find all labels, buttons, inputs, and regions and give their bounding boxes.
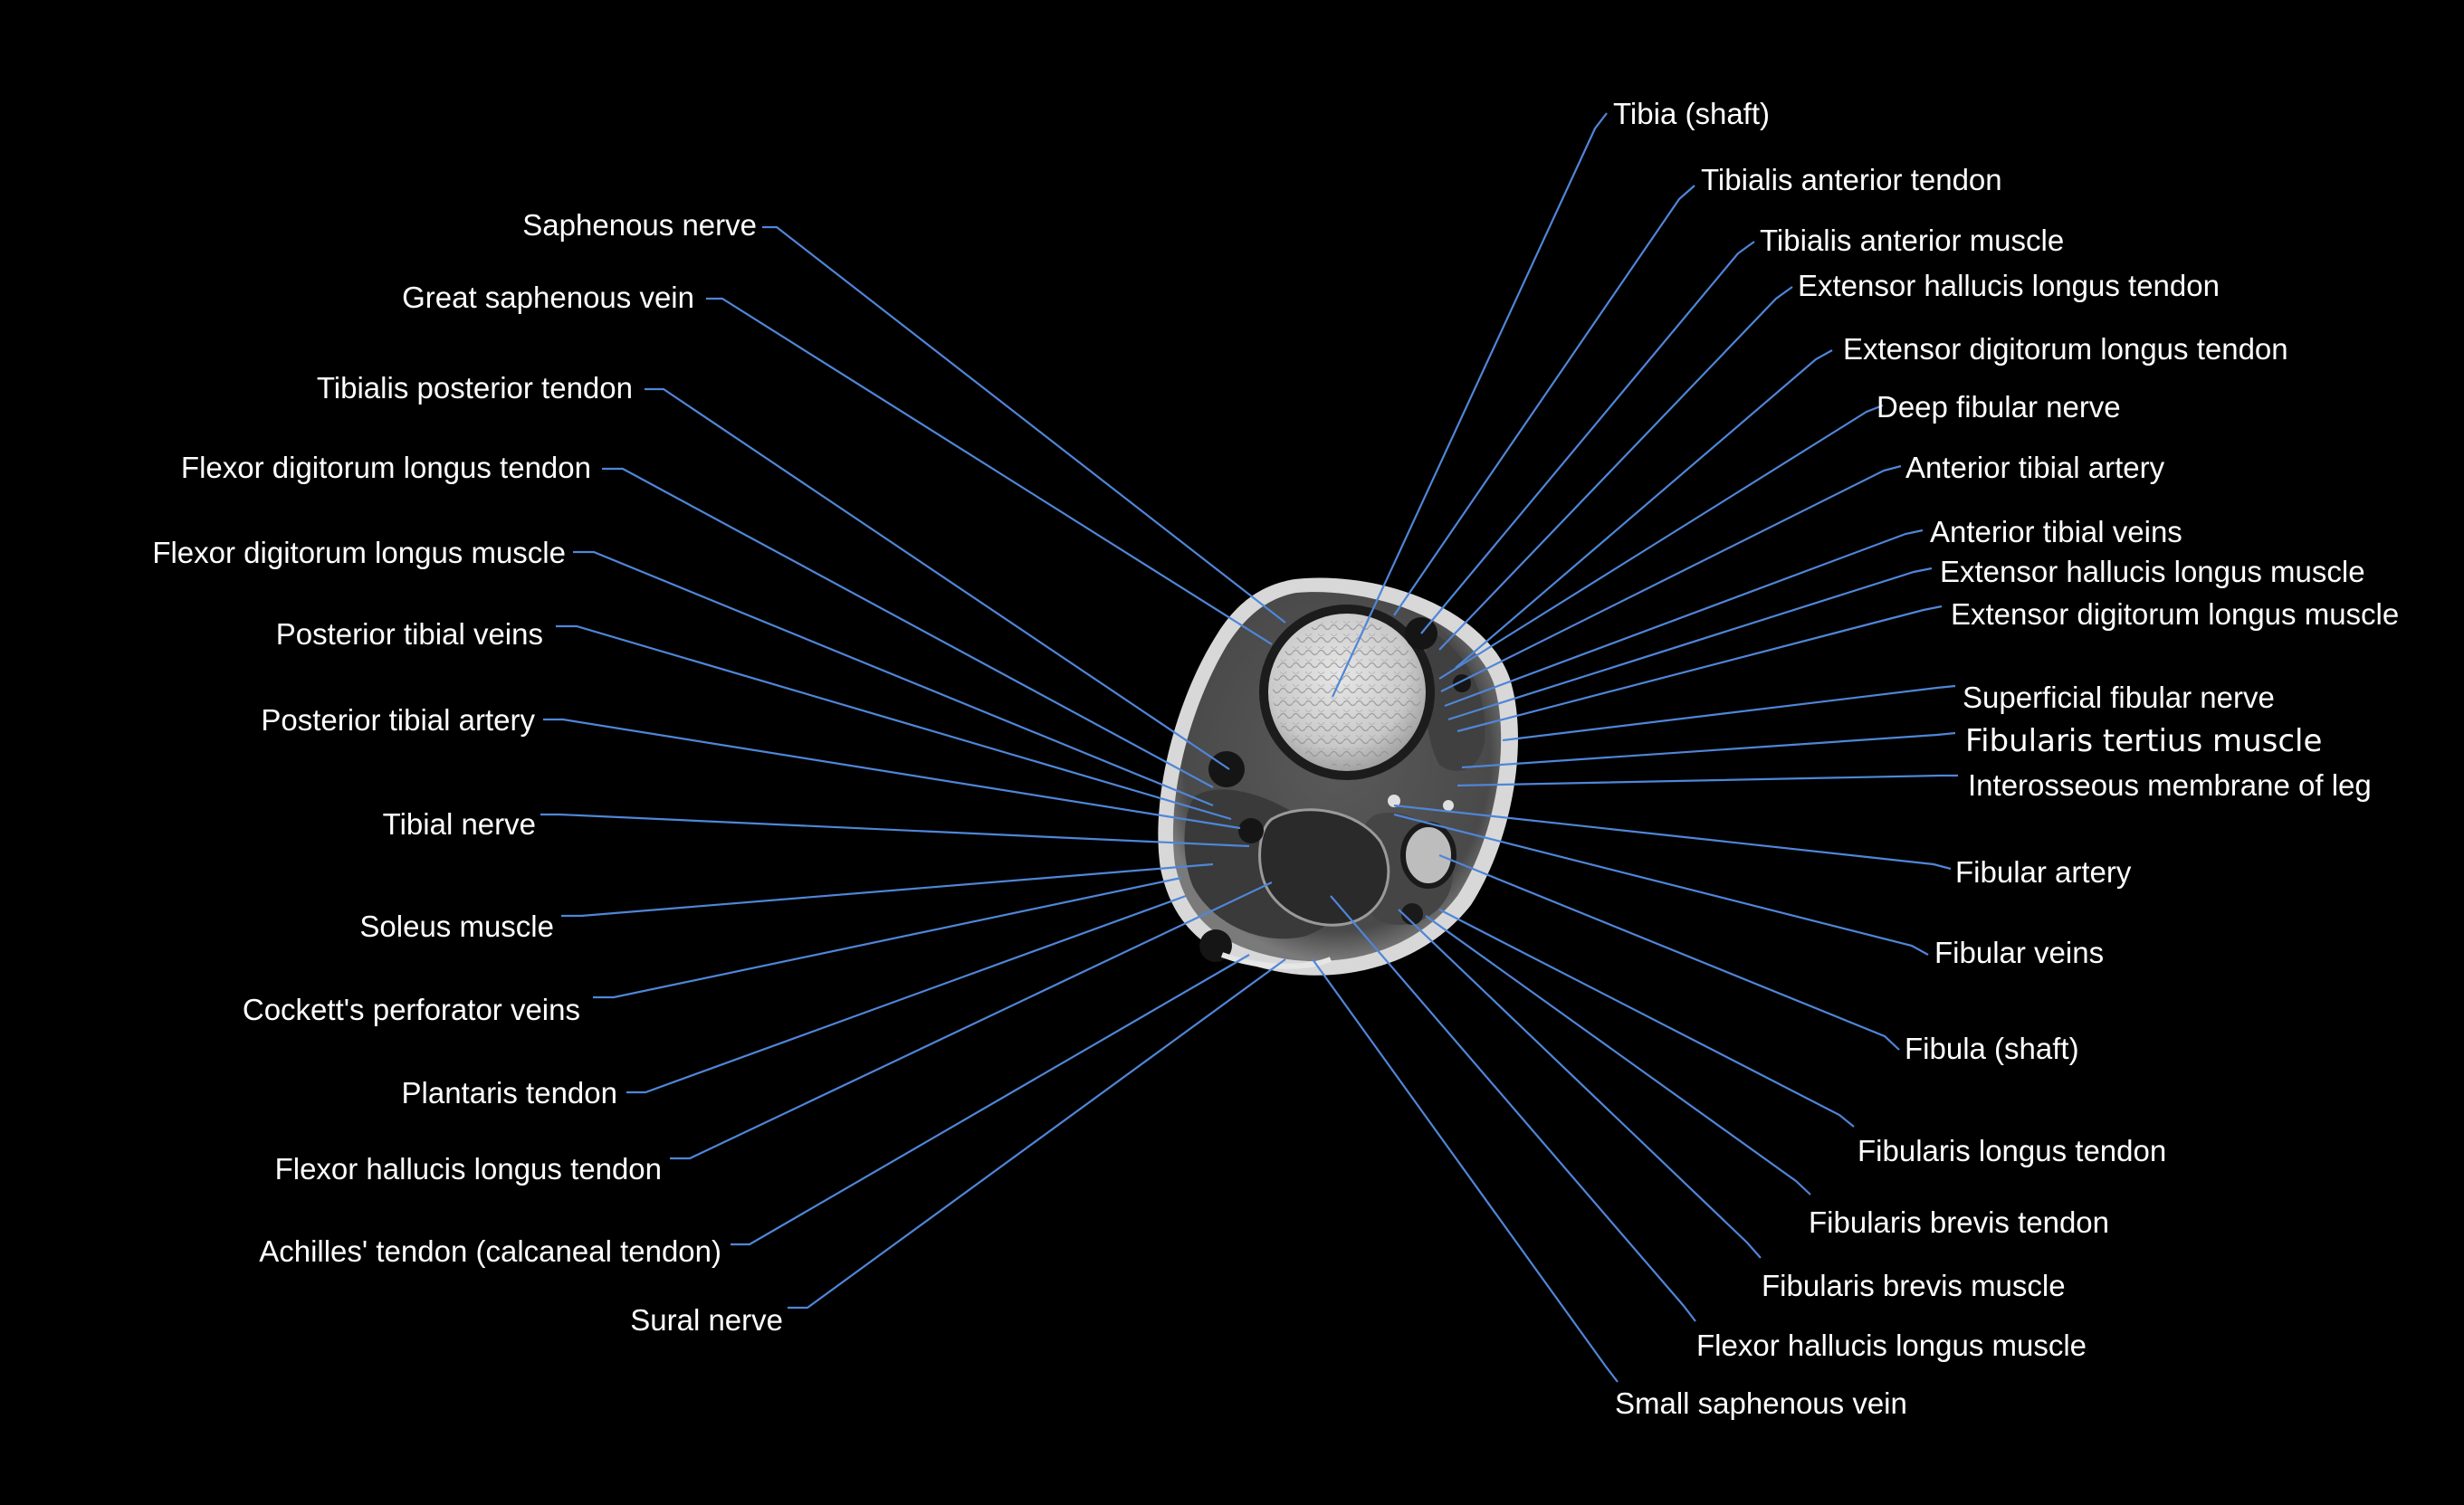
left-labels: Saphenous nerve Great saphenous vein Tib… — [152, 208, 783, 1337]
label-fibular-artery: Fibular artery — [1955, 855, 2132, 889]
label-small-saphenous-vein: Small saphenous vein — [1615, 1386, 1907, 1420]
leader-line-anterior-tibial-artery — [1440, 464, 1902, 692]
leader-line-deep-fibular-nerve — [1438, 404, 1884, 680]
label-deep-fibular-nerve: Deep fibular nerve — [1877, 390, 2121, 424]
leader-line-anterior-tibial-veins — [1444, 529, 1924, 708]
label-ehl-tendon: Extensor hallucis longus tendon — [1798, 269, 2220, 302]
leader-line-fibularis-brevis-tendon — [1425, 915, 1811, 1195]
leader-line-fhl-tendon — [670, 881, 1273, 1160]
label-soleus-muscle: Soleus muscle — [359, 910, 554, 943]
achilles-band — [1220, 952, 1332, 969]
leader-line-fibularis-longus-tendon — [1438, 909, 1855, 1128]
label-anterior-tibial-artery: Anterior tibial artery — [1905, 451, 2165, 484]
leader-line-edl-muscle — [1456, 605, 1943, 733]
label-tibial-nerve: Tibial nerve — [383, 807, 536, 841]
label-ehl-muscle: Extensor hallucis longus muscle — [1940, 555, 2365, 588]
leader-line-tibialis-posterior-tendon — [645, 387, 1230, 770]
talus-region — [1258, 808, 1390, 927]
tibia-trabecular — [1273, 618, 1421, 767]
label-achilles-tendon: Achilles' tendon (calcaneal tendon) — [259, 1234, 721, 1268]
leader-line-interosseous-membrane — [1456, 774, 1958, 787]
leader-line-tibia — [1332, 112, 1608, 698]
leader-line-ehl-tendon — [1438, 286, 1793, 651]
label-posterior-tibial-artery: Posterior tibial artery — [261, 703, 535, 737]
leader-line-ehl-muscle — [1447, 567, 1933, 721]
leader-line-fdl-tendon — [602, 467, 1214, 788]
leader-line-fdl-muscle — [573, 550, 1214, 807]
leader-line-tibialis-anterior-muscle — [1420, 241, 1755, 634]
label-edl-muscle: Extensor digitorum longus muscle — [1951, 597, 2399, 631]
label-plantaris-tendon: Plantaris tendon — [402, 1076, 618, 1110]
leader-line-tibialis-anterior-tendon — [1393, 185, 1695, 616]
leader-line-posterior-tibial-veins — [556, 624, 1232, 821]
leader-line-plantaris-tendon — [626, 894, 1187, 1094]
leader-line-fibula — [1438, 853, 1900, 1051]
label-sural-nerve: Sural nerve — [630, 1303, 783, 1337]
leader-line-great-saphenous-vein — [706, 297, 1273, 645]
leader-line-fibularis-tertius — [1461, 731, 1956, 769]
leader-line-small-saphenous-vein — [1312, 958, 1619, 1383]
label-edl-tendon: Extensor digitorum longus tendon — [1843, 332, 2288, 366]
leader-line-fibularis-brevis-muscle — [1398, 909, 1762, 1259]
label-fhl-muscle: Flexor hallucis longus muscle — [1696, 1329, 2087, 1362]
label-fhl-tendon: Flexor hallucis longus tendon — [275, 1152, 662, 1186]
label-fdl-muscle: Flexor digitorum longus muscle — [152, 536, 566, 569]
leader-line-posterior-tibial-artery — [543, 718, 1241, 830]
leader-line-edl-tendon — [1455, 349, 1833, 669]
label-superficial-fibular-nerve: Superficial fibular nerve — [1963, 681, 2275, 714]
fibula-bone — [1400, 822, 1456, 889]
label-fibularis-brevis-muscle: Fibularis brevis muscle — [1762, 1269, 2066, 1302]
label-tibia-shaft: Tibia (shaft) — [1613, 97, 1770, 130]
leader-line-fibular-veins — [1393, 813, 1929, 956]
label-fibula-shaft: Fibula (shaft) — [1905, 1032, 2079, 1065]
label-saphenous-nerve: Saphenous nerve — [522, 208, 757, 242]
tendon-spot — [1208, 751, 1245, 787]
leader-line-soleus-muscle — [561, 862, 1214, 918]
leader-line-fibular-artery — [1393, 804, 1952, 871]
label-tibialis-anterior-tendon: Tibialis anterior tendon — [1701, 163, 2002, 196]
label-anterior-tibial-veins: Anterior tibial veins — [1930, 515, 2182, 548]
label-interosseous-membrane: Interosseous membrane of leg — [1968, 768, 2372, 802]
label-fibular-veins: Fibular veins — [1934, 936, 2104, 969]
label-fibularis-brevis-tendon: Fibularis brevis tendon — [1809, 1205, 2109, 1239]
tendon-spot — [1388, 795, 1400, 807]
leader-lines — [540, 112, 1958, 1383]
tendon-spot — [1443, 800, 1454, 811]
leader-line-fhl-muscle — [1330, 895, 1696, 1322]
mri-ankle-cross-section — [1158, 577, 1518, 976]
label-fibularis-longus-tendon: Fibularis longus tendon — [1858, 1134, 2166, 1167]
leader-line-cocketts-veins — [593, 876, 1182, 999]
label-fdl-tendon: Flexor digitorum longus tendon — [181, 451, 591, 484]
label-great-saphenous-vein: Great saphenous vein — [402, 281, 694, 314]
label-tibialis-anterior-muscle: Tibialis anterior muscle — [1760, 224, 2064, 257]
label-fibularis-tertius-muscle: Fibularis tertius muscle — [1965, 723, 2322, 759]
leader-line-saphenous-nerve — [762, 225, 1286, 624]
leader-line-tibial-nerve — [540, 813, 1250, 848]
label-posterior-tibial-veins: Posterior tibial veins — [276, 617, 543, 651]
leader-line-achilles-tendon — [731, 954, 1250, 1246]
right-labels: Tibia (shaft) Tibialis anterior tendon T… — [1613, 97, 2399, 1420]
tendon-spot — [1401, 903, 1423, 925]
leader-line-sural-nerve — [788, 958, 1286, 1310]
label-tibialis-posterior-tendon: Tibialis posterior tendon — [317, 371, 633, 405]
tendon-spot — [1238, 818, 1264, 843]
label-cocketts-perforator-veins: Cockett's perforator veins — [243, 993, 580, 1026]
leader-line-superficial-fibular-nerve — [1502, 684, 1956, 742]
